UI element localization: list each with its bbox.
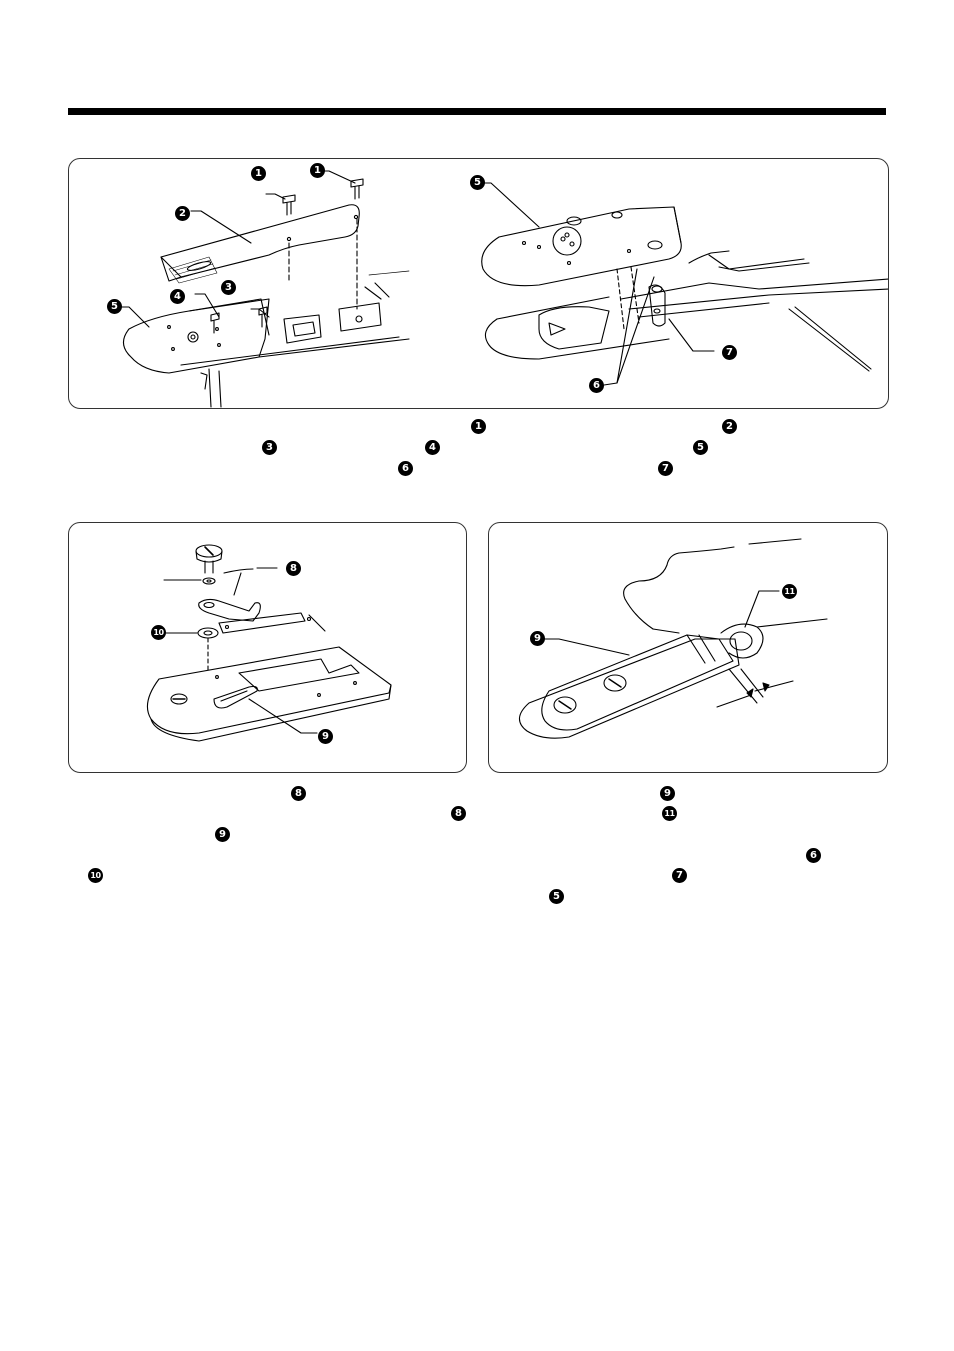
ref-marker-1: 1 bbox=[471, 419, 486, 434]
marker-7: 7 bbox=[722, 345, 737, 360]
marker-5-left: 5 bbox=[107, 299, 122, 314]
marker-1-left: 1 bbox=[251, 166, 266, 181]
marker-4: 4 bbox=[170, 289, 185, 304]
marker-8: 8 bbox=[286, 561, 301, 576]
ref-marker-10: 10 bbox=[88, 868, 103, 883]
ref-marker-9-a: 9 bbox=[660, 786, 675, 801]
ref-marker-4: 4 bbox=[425, 440, 440, 455]
figure-bottom-right-panel: 9 11 bbox=[488, 522, 888, 773]
ref-marker-3: 3 bbox=[262, 440, 277, 455]
figure-bottom-left-panel: 8 10 9 bbox=[68, 522, 467, 773]
ref-marker-9-b: 9 bbox=[215, 827, 230, 842]
marker-9-right: 9 bbox=[530, 631, 545, 646]
marker-9-left: 9 bbox=[318, 729, 333, 744]
figure-top-panel: 1 1 2 3 4 5 5 6 7 bbox=[68, 158, 889, 409]
ref-marker-5-b: 5 bbox=[549, 889, 564, 904]
knife-position-detail-drawing bbox=[518, 538, 828, 739]
ref-marker-11: 11 bbox=[662, 806, 677, 821]
header-rule bbox=[68, 108, 886, 115]
ref-marker-6: 6 bbox=[398, 461, 413, 476]
thread-trimmer-parts-drawing bbox=[146, 544, 392, 742]
marker-6: 6 bbox=[589, 378, 604, 393]
ref-marker-2: 2 bbox=[722, 419, 737, 434]
marker-2: 2 bbox=[175, 206, 190, 221]
ref-marker-6-b: 6 bbox=[806, 848, 821, 863]
ref-marker-7-b: 7 bbox=[672, 868, 687, 883]
marker-3: 3 bbox=[221, 280, 236, 295]
ref-marker-7: 7 bbox=[658, 461, 673, 476]
ref-marker-8-b: 8 bbox=[451, 806, 466, 821]
ref-marker-8-a: 8 bbox=[291, 786, 306, 801]
marker-11: 11 bbox=[782, 584, 797, 599]
ref-marker-5: 5 bbox=[693, 440, 708, 455]
throat-plate-assembly-drawing bbox=[116, 170, 888, 408]
marker-1-right: 1 bbox=[310, 163, 325, 178]
marker-5-right: 5 bbox=[470, 175, 485, 190]
marker-10: 10 bbox=[151, 625, 166, 640]
